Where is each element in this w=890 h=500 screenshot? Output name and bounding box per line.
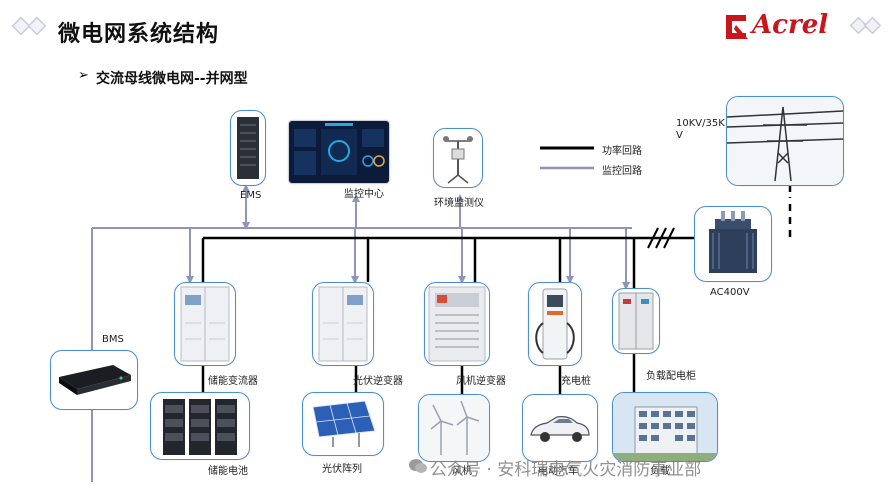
wind-turbine-device [418, 394, 490, 462]
load-label: 负载 [650, 466, 670, 477]
transformer-device [694, 206, 772, 282]
monitor-arrows [186, 184, 630, 290]
env-monitor-label: 环境监测仪 [434, 198, 484, 209]
legend-power-label: 功率回路 [602, 146, 642, 157]
charging-pile-label: 充电桩 [561, 376, 591, 387]
bms-device [50, 350, 138, 410]
watermark-text: 公众号 · 安科瑞电气火灾消防事业部 [430, 460, 702, 480]
pv-array-label: 光伏阵列 [322, 464, 362, 475]
monitor-center-device [288, 120, 390, 184]
ev-device [522, 394, 598, 462]
wind-inverter-label: 风机逆变器 [456, 376, 506, 387]
solar-panel-icon [312, 400, 376, 447]
distribution-cabinet-icon [618, 292, 654, 350]
page-subtitle: 交流母线微电网--并网型 [96, 71, 248, 87]
pcs-label: 储能变流器 [208, 376, 258, 387]
building-icon [613, 393, 717, 461]
ems-label: EMS [240, 190, 262, 201]
grid-tower-device [726, 96, 844, 186]
battery-label: 储能电池 [208, 466, 248, 477]
electric-car-icon [530, 416, 590, 442]
pcs-device [174, 282, 236, 366]
ev-charger-icon [535, 288, 575, 360]
load-cabinet-label: 负载配电柜 [646, 371, 696, 382]
power-bus [201, 186, 792, 395]
charging-pile-device [528, 282, 582, 366]
server-rack-icon [237, 117, 259, 179]
pv-array-device [302, 392, 384, 456]
load-cabinet-device [612, 288, 660, 354]
grid-voltage-label-1: 10KV/35K [676, 118, 725, 129]
transformer-label: AC400V [710, 287, 750, 298]
header-diamond-right-icon [849, 16, 882, 35]
pcs-cabinet-icon [180, 286, 230, 362]
header-diamond-icon [8, 12, 52, 46]
weather-station-icon [443, 136, 473, 184]
pv-inverter-cabinet-icon [318, 286, 368, 362]
bms-controller-icon [59, 365, 131, 395]
wind-turbine-label: 风机 [452, 466, 472, 477]
grid-voltage-label-2: V [676, 130, 683, 141]
subtitle-bullet: ➢ [78, 68, 89, 83]
battery-device [150, 392, 250, 460]
bms-label: BMS [102, 334, 124, 345]
wind-inverter-device [424, 282, 490, 366]
wind-inverter-cabinet-icon [428, 286, 486, 362]
pv-inverter-device [312, 282, 374, 366]
acrel-logo-text: Acrel [752, 10, 829, 40]
transformer-icon [709, 211, 757, 273]
monitor-center-label: 监控中心 [344, 189, 384, 200]
acrel-logo-mark [726, 15, 748, 39]
load-device [612, 392, 718, 462]
power-tower-icon [727, 97, 843, 185]
acrel-logo: Acrel [724, 10, 884, 44]
wechat-icon [408, 457, 428, 479]
dashboard-screen-icon [289, 121, 389, 183]
page-title: 微电网系统结构 [58, 22, 220, 47]
battery-rack-icon [163, 399, 237, 455]
env-monitor-device [433, 128, 483, 188]
legend-monitor-label: 监控回路 [602, 166, 642, 177]
breaker-ticks [647, 227, 675, 249]
pv-inverter-label: 光伏逆变器 [353, 376, 403, 387]
wind-turbine-icon [419, 395, 489, 461]
ev-label: 电动汽车 [538, 466, 578, 477]
ems-device [230, 110, 266, 186]
